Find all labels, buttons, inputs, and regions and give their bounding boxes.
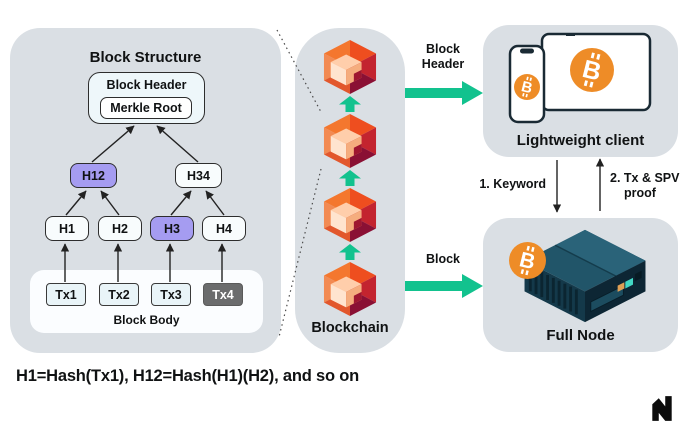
full-node-panel: Full Node <box>483 218 678 352</box>
hash-node-h34: H34 <box>175 163 222 188</box>
block-body-container: Tx1 Tx2 Tx3 Tx4 Block Body <box>30 270 263 333</box>
block-structure-title: Block Structure <box>89 49 202 67</box>
client-node-arrows <box>552 158 605 213</box>
up-arrow-icon <box>339 244 361 260</box>
lightweight-client-panel: Lightweight client <box>483 25 678 157</box>
hash-formula-caption: H1=Hash(Tx1), H12=Hash(H1)(H2), and so o… <box>16 367 359 385</box>
block-arrow-label: Block <box>425 252 461 266</box>
full-node-label: Full Node <box>546 327 615 344</box>
block-cube-icon <box>319 40 381 94</box>
block-body-label: Block Body <box>113 313 180 327</box>
up-arrow-icon <box>339 96 361 112</box>
block-header-label: Block Header <box>106 78 187 92</box>
block-cube-icon <box>319 114 381 168</box>
tx-box-1: Tx1 <box>46 283 86 306</box>
up-arrow-icon <box>339 170 361 186</box>
hash-node-h1: H1 <box>45 216 89 241</box>
logo-n-icon <box>652 396 672 421</box>
lightweight-client-label: Lightweight client <box>516 132 645 149</box>
blockchain-label: Blockchain <box>311 320 389 336</box>
blockchain-panel: Blockchain <box>295 28 405 353</box>
hash-node-h3: H3 <box>150 216 194 241</box>
block-structure-panel: Block Structure Block Header Merkle Root… <box>10 28 281 353</box>
block-cube-icon <box>319 188 381 242</box>
phone-icon <box>508 44 546 124</box>
keyword-arrow-label: 1. Keyword <box>479 177 546 191</box>
tx-box-4: Tx4 <box>203 283 243 306</box>
merkle-root-box: Merkle Root <box>100 97 192 119</box>
block-header-arrow-label: Block Header <box>421 42 465 71</box>
tx-box-3: Tx3 <box>151 283 191 306</box>
right-arrow-icon <box>405 80 483 106</box>
block-header-box: Block Header Merkle Root <box>88 72 205 124</box>
tablet-icon <box>540 32 652 112</box>
block-cube-icon <box>319 262 381 316</box>
bitcoin-icon <box>509 242 546 279</box>
hash-node-h12: H12 <box>70 163 117 188</box>
tx-box-2: Tx2 <box>99 283 139 306</box>
hash-node-h2: H2 <box>98 216 142 241</box>
hash-node-h4: H4 <box>202 216 246 241</box>
right-arrow-icon <box>405 273 483 299</box>
tx-spv-arrow-label: 2. Tx & SPV proof <box>610 171 680 200</box>
